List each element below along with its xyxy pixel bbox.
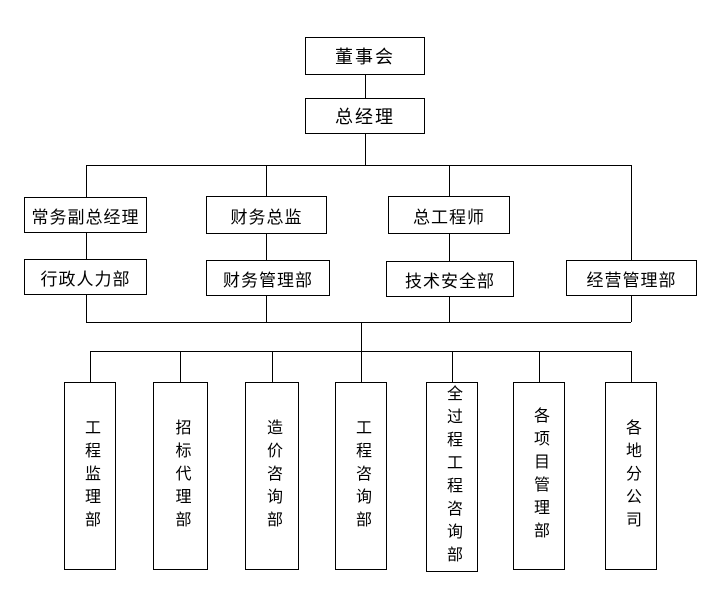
node-finance-director: 财务总监 [206, 196, 327, 234]
connector-board-to-gm [365, 75, 366, 98]
connector-bus3-to-bidding-dept [180, 351, 181, 382]
connector-deputy-gm-to-admin-hr [86, 233, 87, 259]
connector-bus3-to-supervision-dept [90, 351, 91, 382]
connector-tech-safety-to-bus2 [449, 297, 450, 322]
node-business-mgmt-dept: 经营管理部 [566, 260, 697, 296]
node-chief-engineer: 总工程师 [388, 196, 510, 234]
connector-business-mgmt-to-bus2 [631, 296, 632, 322]
connector-finance-director-to-finance-mgmt [266, 234, 267, 260]
node-tech-safety-dept: 技术安全部 [386, 261, 514, 297]
connector-bus3-to-consulting-dept [361, 351, 362, 382]
node-bidding-agency-dept: 招标代理部 [153, 382, 208, 570]
connector-bus3-to-branch-companies [631, 351, 632, 382]
node-branch-companies: 各地分公司 [605, 382, 657, 570]
connector-bus1-to-business-mgmt-dept [631, 165, 632, 260]
connector-bus3-to-cost-dept [272, 351, 273, 382]
node-executive-deputy-gm: 常务副总经理 [24, 197, 147, 233]
node-cost-consulting-dept: 造价咨询部 [245, 382, 299, 570]
node-engineering-consulting-dept: 工程咨询部 [335, 382, 387, 570]
connector-bus2-to-bus3 [361, 322, 362, 351]
connector-bus3 [90, 351, 631, 352]
connector-bus1-to-chief-engineer [449, 165, 450, 196]
node-general-manager: 总经理 [305, 98, 425, 134]
connector-bus1 [86, 165, 631, 166]
connector-bus1-to-finance-director [266, 165, 267, 196]
node-whole-process-consulting-dept: 全过程工程咨询部 [426, 382, 478, 572]
connector-finance-mgmt-to-bus2 [266, 296, 267, 322]
node-project-mgmt-dept: 各项目管理部 [513, 382, 565, 570]
connector-bus3-to-project-mgmt-dept [539, 351, 540, 382]
connector-admin-hr-to-bus2 [86, 295, 87, 322]
node-finance-mgmt-dept: 财务管理部 [206, 260, 330, 296]
node-board-of-directors: 董事会 [305, 37, 425, 75]
connector-chief-engineer-to-tech-safety [449, 234, 450, 261]
node-admin-hr-dept: 行政人力部 [24, 259, 147, 295]
connector-bus2 [86, 322, 631, 323]
connector-gm-to-bus1 [365, 134, 366, 165]
node-engineering-supervision-dept: 工程监理部 [64, 382, 116, 570]
connector-bus3-to-whole-process-dept [452, 351, 453, 382]
connector-bus1-to-deputy-gm [86, 165, 87, 197]
